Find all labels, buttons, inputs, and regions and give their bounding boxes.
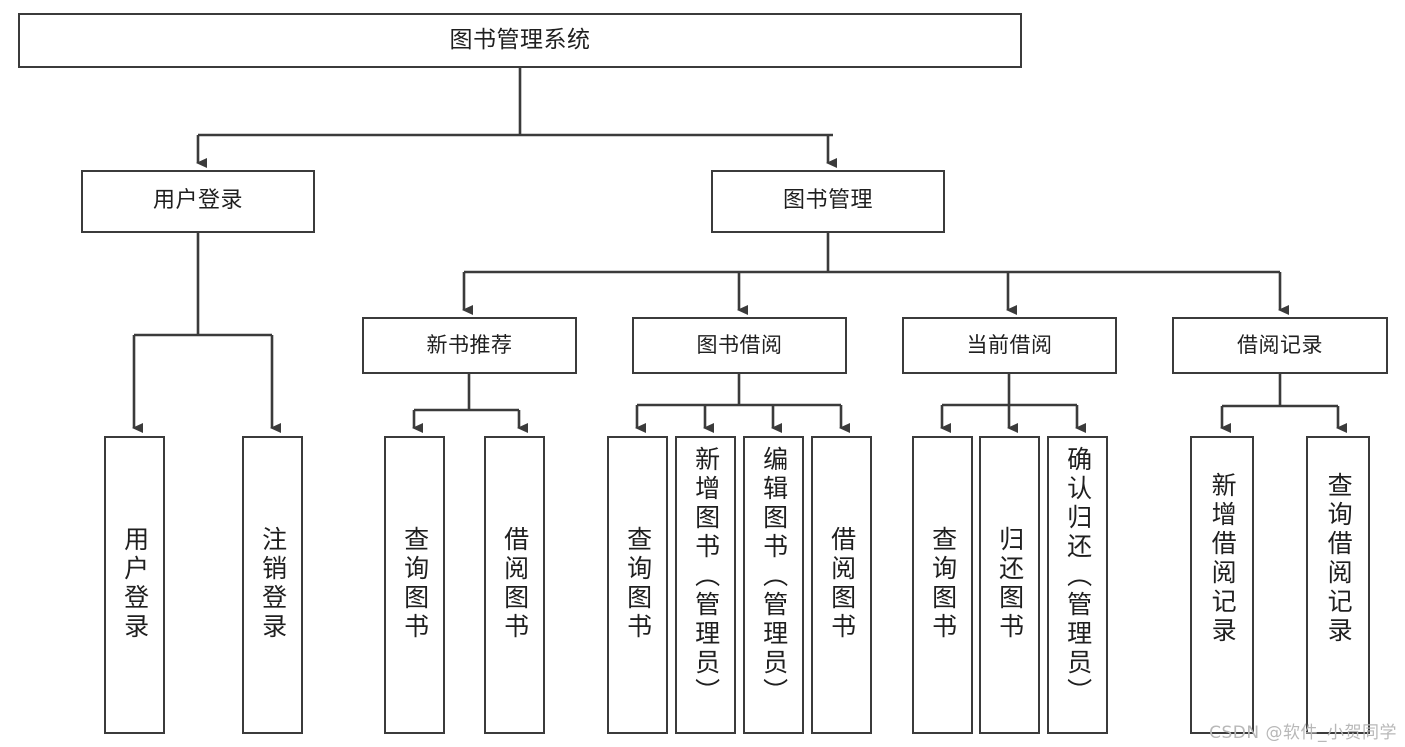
node-borrow-record[interactable]: 借阅记录: [1172, 317, 1388, 374]
leaf-newbook-borrow[interactable]: 借阅图书: [484, 436, 545, 734]
leaf-current-query[interactable]: 查询图书: [912, 436, 973, 734]
leaf-borrow-query[interactable]: 查询图书: [607, 436, 668, 734]
node-user-login-label: 用户登录: [152, 188, 243, 214]
node-book-borrow[interactable]: 图书借阅: [632, 317, 847, 374]
leaf-current-confirm[interactable]: 确认归还（管理员）: [1047, 436, 1108, 734]
leaf-borrow-query-label: 查询图书: [623, 526, 653, 642]
leaf-login-user[interactable]: 用户登录: [104, 436, 165, 734]
leaf-current-query-label: 查询图书: [928, 526, 958, 642]
leaf-newbook-query-label: 查询图书: [400, 526, 430, 642]
leaf-borrow-add[interactable]: 新增图书（管理员）: [675, 436, 736, 734]
node-book-management[interactable]: 图书管理: [711, 170, 945, 233]
leaf-record-query[interactable]: 查询借阅记录: [1306, 436, 1370, 734]
leaf-borrow-lend[interactable]: 借阅图书: [811, 436, 872, 734]
leaf-current-return-label: 归还图书: [995, 526, 1025, 642]
node-user-login[interactable]: 用户登录: [81, 170, 315, 233]
node-new-book-recommend-label: 新书推荐: [426, 332, 513, 357]
leaf-borrow-edit[interactable]: 编辑图书（管理员）: [743, 436, 804, 734]
leaf-borrow-lend-label: 借阅图书: [827, 526, 857, 642]
leaf-borrow-edit-label: 编辑图书（管理员）: [759, 446, 789, 707]
node-current-borrow-label: 当前借阅: [966, 332, 1053, 357]
leaf-newbook-borrow-label: 借阅图书: [500, 526, 530, 642]
leaf-login-logout-label: 注销登录: [258, 526, 288, 642]
leaf-newbook-query[interactable]: 查询图书: [384, 436, 445, 734]
leaf-record-add-label: 新增借阅记录: [1208, 472, 1238, 646]
node-root-label: 图书管理系统: [449, 26, 591, 53]
leaf-login-user-label: 用户登录: [120, 526, 150, 642]
leaf-login-logout[interactable]: 注销登录: [242, 436, 303, 734]
leaf-current-return[interactable]: 归还图书: [979, 436, 1040, 734]
node-book-borrow-label: 图书借阅: [696, 332, 783, 357]
leaf-record-query-label: 查询借阅记录: [1324, 472, 1354, 646]
leaf-record-add[interactable]: 新增借阅记录: [1190, 436, 1254, 734]
leaf-current-confirm-label: 确认归还（管理员）: [1063, 446, 1093, 707]
node-book-management-label: 图书管理: [782, 188, 873, 214]
node-borrow-record-label: 借阅记录: [1237, 332, 1323, 357]
node-current-borrow[interactable]: 当前借阅: [902, 317, 1117, 374]
node-root[interactable]: 图书管理系统: [18, 13, 1022, 68]
leaf-borrow-add-label: 新增图书（管理员）: [691, 446, 721, 707]
node-new-book-recommend[interactable]: 新书推荐: [362, 317, 577, 374]
